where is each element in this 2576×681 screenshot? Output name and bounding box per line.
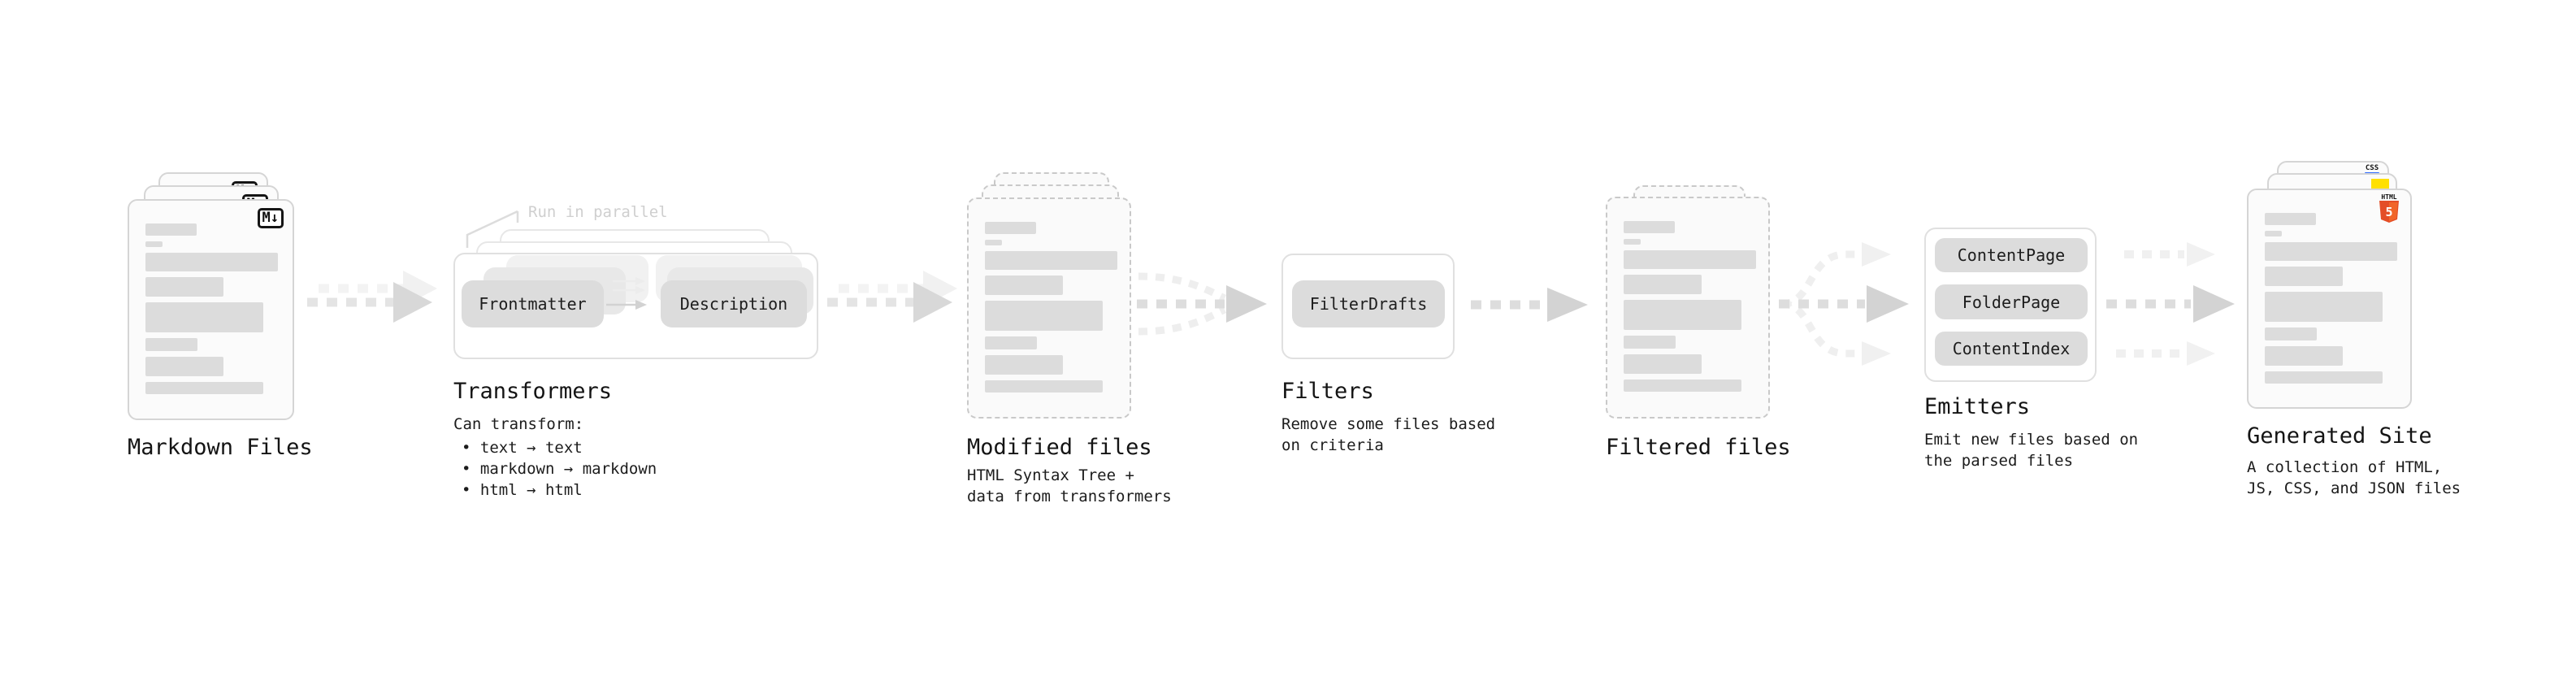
text-line-bar <box>2265 292 2383 322</box>
transformer-frontmatter-pill: Frontmatter <box>462 280 604 327</box>
text-line-bar <box>985 301 1103 331</box>
text-line-bar <box>985 380 1103 393</box>
arrow-markdown-to-transformers-icon <box>307 271 437 323</box>
js-icon <box>2371 179 2389 189</box>
text-line-bar <box>1624 300 1741 330</box>
html5-icon-label: HTML <box>2381 193 2397 201</box>
text-line-bar <box>1624 380 1741 392</box>
text-line-bar <box>2265 213 2316 225</box>
emitter-contentindex-pill: ContentIndex <box>1935 332 2088 366</box>
text-line-bar <box>145 302 263 332</box>
markdown-icon-text: M↓ <box>262 210 279 226</box>
svg-text:5: 5 <box>2385 205 2392 219</box>
stage-label-emitters: Emitters <box>1924 394 2031 419</box>
arrow-modified-to-filters-merge-icon <box>1137 272 1267 336</box>
css-icon-text: CSS <box>2365 164 2379 172</box>
stage-label-modified-files: Modified files <box>967 435 1152 460</box>
text-line-bar <box>1624 354 1702 374</box>
filter-drafts-pill: FilterDrafts <box>1292 280 1445 327</box>
text-line-bar <box>145 357 223 376</box>
text-line-bar <box>145 253 278 271</box>
text-line-bar <box>145 277 223 297</box>
file-card-front <box>967 197 1131 419</box>
arrow-emitters-to-generated-icon <box>2106 242 2235 366</box>
doc-text-lines <box>1624 221 1756 392</box>
transformers-bullet-1: • text → text <box>462 439 583 457</box>
transformer-description-pill: Description <box>661 280 807 327</box>
text-line-bar <box>1624 250 1756 269</box>
text-line-bar <box>145 382 263 394</box>
text-line-bar <box>985 275 1063 295</box>
text-line-bar <box>985 222 1036 234</box>
emitter-folderpage-pill: FolderPage <box>1935 284 2088 319</box>
html5-icon: HTML 5 <box>2378 193 2400 223</box>
parallel-arrows-icon <box>606 277 647 310</box>
text-line-bar <box>145 241 163 247</box>
stage-label-generated-site: Generated Site <box>2247 423 2432 449</box>
text-line-bar <box>1624 336 1676 349</box>
text-line-bar <box>985 240 1002 245</box>
text-line-bar <box>1624 275 1702 294</box>
text-line-bar <box>2265 346 2343 366</box>
generated-site-desc: A collection of HTML, JS, CSS, and JSON … <box>2247 458 2461 497</box>
emitters-desc: Emit new files based on the parsed files <box>1924 431 2139 470</box>
file-card-front: HTML 5 <box>2247 189 2412 409</box>
doc-text-lines <box>2265 213 2397 384</box>
stage-label-filters: Filters <box>1281 379 1374 404</box>
text-line-bar <box>2265 231 2282 236</box>
stage-label-markdown-files: Markdown Files <box>128 435 313 460</box>
text-line-bar <box>1624 239 1641 245</box>
text-line-bar <box>1624 221 1675 233</box>
arrow-filters-to-filtered-icon <box>1471 288 1588 322</box>
stage-label-filtered-files: Filtered files <box>1606 435 1791 460</box>
text-line-bar <box>985 355 1063 375</box>
file-card-front: M↓ <box>128 199 294 420</box>
transformers-bullet-3: • html → html <box>462 481 583 499</box>
doc-text-lines <box>985 222 1117 393</box>
stage-label-transformers: Transformers <box>453 379 613 404</box>
markdown-icon: M↓ <box>257 208 284 228</box>
transformers-desc-heading: Can transform: <box>453 415 584 433</box>
modified-files-desc: HTML Syntax Tree + data from transformer… <box>967 466 1172 505</box>
run-in-parallel-leader-line <box>466 210 519 248</box>
text-line-bar <box>145 223 197 236</box>
text-line-bar <box>2265 371 2383 384</box>
doc-text-lines <box>145 223 278 394</box>
html5-shield: 5 <box>2379 201 2399 223</box>
text-line-bar <box>2265 242 2397 261</box>
arrow-transformers-to-modified-icon <box>827 271 957 323</box>
emitter-contentpage-pill: ContentPage <box>1935 238 2088 272</box>
text-line-bar <box>2265 267 2343 286</box>
transformers-bullet-2: • markdown → markdown <box>462 460 657 478</box>
text-line-bar <box>985 251 1117 270</box>
text-line-bar <box>145 338 197 351</box>
text-line-bar <box>2265 327 2317 340</box>
text-line-bar <box>985 336 1037 349</box>
run-in-parallel-note: Run in parallel <box>528 203 668 221</box>
arrow-filtered-to-emitters-split-icon <box>1779 242 1909 366</box>
file-card-front <box>1606 197 1770 419</box>
filters-desc: Remove some files based on criteria <box>1281 415 1496 454</box>
